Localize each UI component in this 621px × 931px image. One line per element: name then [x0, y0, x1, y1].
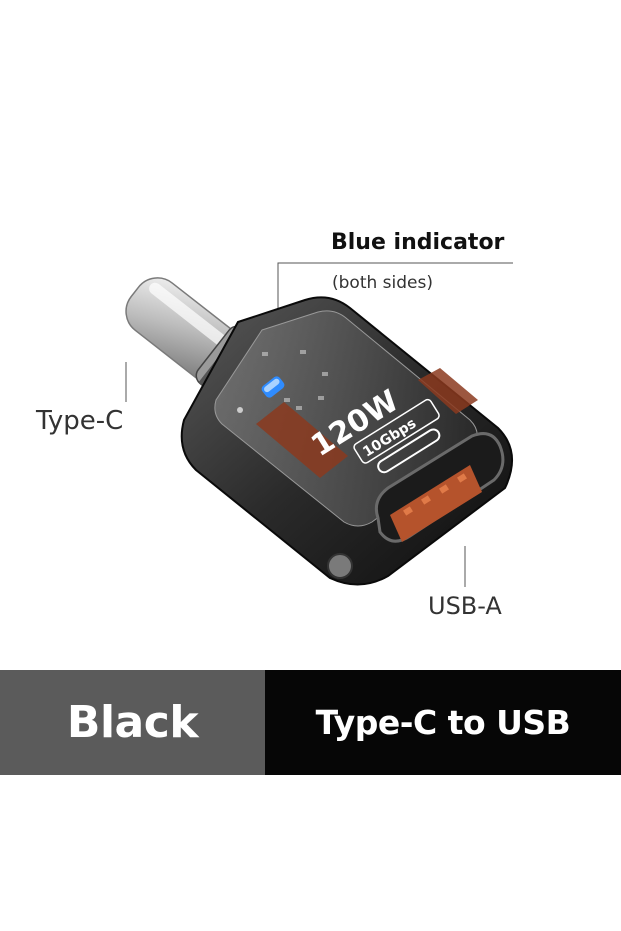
usb-c-symbol-icon [377, 428, 441, 474]
blue-led-icon [261, 376, 285, 398]
usb-a-callout-label: USB-A [428, 592, 502, 620]
product-type-label: Type-C to USB [315, 703, 571, 742]
adapter-illustration: 120W 10Gbps [125, 262, 514, 587]
indicator-callout-subtitle: (both sides) [332, 273, 433, 293]
usb-a-tongue [390, 465, 482, 542]
pcb-traces [262, 350, 328, 410]
color-variant-label: Black [66, 697, 199, 748]
product-type-panel: Type-C to USB [265, 670, 621, 775]
copper-band-left [256, 402, 348, 478]
variant-banner: Black Type-C to USB [0, 670, 621, 775]
copper-band-right [418, 368, 478, 414]
side-screw [327, 553, 353, 579]
usb-a-pins [403, 473, 467, 516]
type-c-callout-label: Type-C [36, 406, 124, 436]
indicator-callout-title: Blue indicator [331, 230, 505, 255]
color-variant-panel: Black [0, 670, 265, 775]
